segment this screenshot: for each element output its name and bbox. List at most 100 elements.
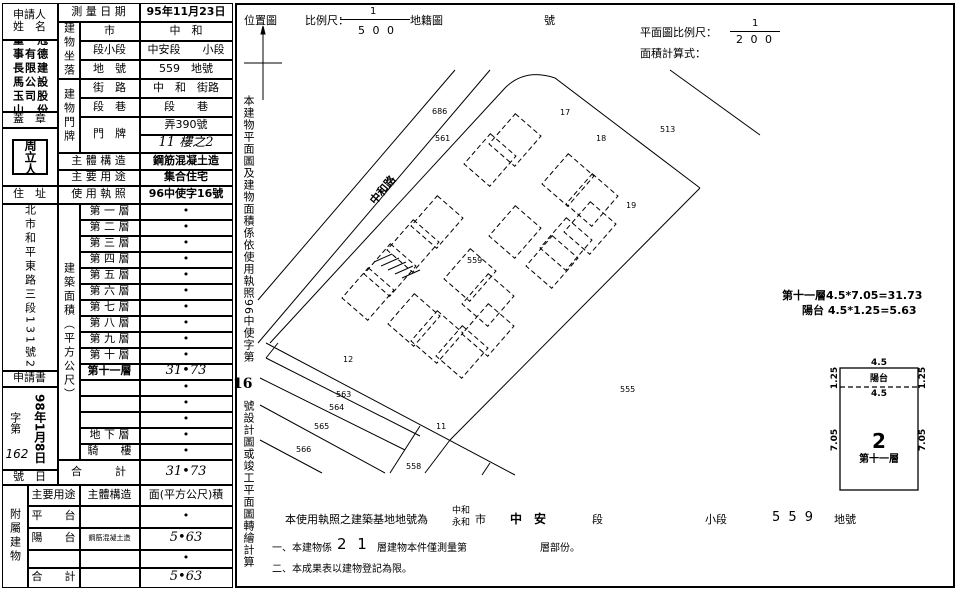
road-edge-line (257, 69, 456, 301)
hatched-unit-line (394, 265, 414, 275)
floor-area-value: • (139, 219, 233, 236)
survey-form-table: 申請人 姓 名冠德建設股份 有限公司 董事長馬玉山蓋 章周立人住 址台北市和平東… (0, 0, 236, 590)
usage-label: 主 要 用 途 (57, 169, 140, 186)
street-label: 街 路 (79, 78, 140, 98)
floor-area-value: 31•73 (139, 363, 233, 380)
attached-structure: 鋼筋混凝土造 (79, 527, 140, 550)
parcel-label: 19 (626, 201, 636, 210)
application-footer-label: 號 日 (1, 469, 58, 485)
parcel-boundary-line (269, 74, 701, 344)
cadastral-map-label: 地籍圖 (410, 14, 443, 27)
floor-area-value: • (139, 283, 233, 300)
parcel-boundary-line (669, 69, 761, 136)
plan-depth-right: 7.05 (918, 429, 928, 451)
attached-area: 5•63 (139, 527, 233, 550)
attached-area: • (139, 549, 233, 568)
total-value: 31•73 (139, 459, 233, 485)
building-unit-outline (461, 303, 515, 357)
location-map-label: 位置圖 (244, 14, 277, 27)
building-unit-outline (488, 205, 542, 259)
floor-label (79, 395, 140, 412)
plan-scale-line (730, 31, 780, 32)
building-unit-outline (435, 325, 489, 379)
application-word: 字第 (8, 411, 22, 434)
floor-area-value: • (139, 443, 233, 460)
floor-label: 第 四 層 (79, 251, 140, 268)
floor-area-value: • (139, 203, 233, 220)
lane-value: 段 巷 (139, 97, 233, 117)
scale-fraction-line (340, 19, 410, 20)
address-value: 台北市和平東路三段131號2樓 (1, 203, 58, 371)
parcel-boundary-line (265, 357, 421, 437)
area-formula-floor: 第十一層4.5*7.05=31.73 (782, 289, 923, 302)
attached-usage: 平 台 (27, 505, 80, 528)
plan-scale-numerator: 1 (752, 18, 759, 29)
parcel-boundary-line (424, 439, 451, 474)
seal-area: 周立人 (1, 127, 58, 186)
parcel-boundary-line (259, 377, 406, 451)
note-1c: 層部份。 (540, 543, 580, 554)
seal-stamp: 周立人 (11, 138, 48, 175)
plan-top-width: 4.5 (871, 358, 887, 368)
road-edge-line (257, 69, 491, 344)
attached-usage (27, 549, 80, 568)
plan-floor-label: 第十一層 (859, 452, 899, 465)
address-label: 住 址 (1, 185, 58, 204)
floor-area-value: • (139, 315, 233, 332)
footer-city-suffix: 市 (475, 513, 486, 526)
structure-value: 鋼筋混凝土造 (139, 152, 233, 170)
application-number: 162 (5, 446, 29, 461)
permit-value: 96中使字16號 (139, 185, 233, 204)
drawing-frame (235, 3, 955, 588)
floor-label: 騎 樓 (79, 443, 140, 460)
section-label: 段小段 (79, 40, 140, 60)
note-2: 二、本成果表以建物登記為限。 (272, 564, 412, 575)
floor-label: 第 三 層 (79, 235, 140, 252)
scale-numerator: 1 (370, 6, 377, 17)
structure-label: 主 體 構 造 (57, 152, 140, 170)
hatched-unit-line (401, 269, 421, 279)
section-value: 中安段 小段 (139, 40, 233, 60)
parcel-boundary-line (389, 425, 421, 474)
parcel-label: 12 (343, 355, 353, 364)
total-label: 合 計 (57, 459, 140, 485)
floor-label: 第 二 層 (79, 219, 140, 236)
doorplate-label: 建物門牌 (57, 78, 80, 153)
floor-plan-outline (839, 367, 919, 491)
map-number-label: 號 (544, 14, 555, 27)
plan-scale-denominator: 2 0 0 (736, 33, 774, 46)
building-unit-outline (341, 267, 395, 321)
parcel-label: 566 (296, 445, 311, 454)
applicant-name: 冠德建設股份 有限公司 董事長馬玉山 (1, 39, 58, 112)
note-1-floors: 2 1 (337, 535, 370, 553)
plan-balcony-depth-left: 1.25 (830, 367, 840, 389)
attached-total-value: 5•63 (139, 567, 233, 588)
parcel-boundary-line (259, 404, 386, 474)
doorno-label: 門 牌 (79, 116, 140, 153)
parcel-label: 555 (620, 385, 635, 394)
floor-label: 第 一 層 (79, 203, 140, 220)
area-formula-label: 面積計算式： (640, 47, 706, 60)
seal-label: 蓋 章 (1, 111, 58, 128)
area-formula-balcony: 陽台 4.5*1.25=5.63 (802, 304, 917, 317)
plan-unit-number: 2 (872, 429, 886, 453)
doorno-value-floor: 11 樓之2 (139, 134, 233, 153)
floor-area-value: • (139, 267, 233, 284)
attached-usage: 陽 台 (27, 527, 80, 550)
footer-subsection-label: 小段 (705, 513, 727, 526)
floor-label (79, 379, 140, 396)
parcel-label: 563 (336, 390, 351, 399)
floor-label: 第 七 層 (79, 299, 140, 316)
floor-area-value: • (139, 299, 233, 316)
location-label: 建物坐落 (57, 21, 80, 79)
parcel-label: 17 (560, 108, 570, 117)
city-label: 市 (79, 21, 140, 41)
floor-label: 第 六 層 (79, 283, 140, 300)
floor-area-value: • (139, 331, 233, 348)
building-unit-outline (461, 273, 515, 327)
applicant-name-label: 申請人 姓 名 (1, 2, 58, 40)
footer-lot-label: 地號 (834, 513, 856, 526)
side-note: 本建物平面圖及建物面積係依使用執照96中使字第 (242, 95, 255, 363)
survey-date-label: 測 量 日 期 (57, 2, 140, 22)
